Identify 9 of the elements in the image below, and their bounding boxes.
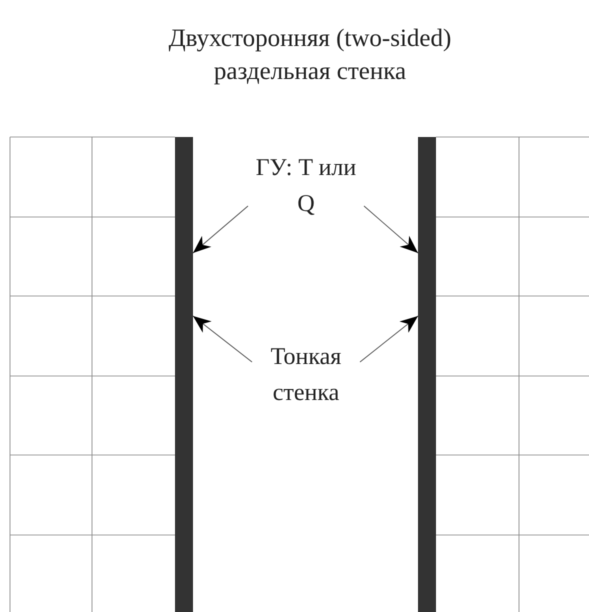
wall-bar [418,137,436,612]
title: Двухсторонняя (two-sided) раздельная стенка [168,24,452,87]
leader-arrow [192,316,252,362]
thin-wall-label: Тонкая стенка [270,343,342,408]
leader-arrow [360,316,418,362]
wall-bar [175,137,193,612]
boundary-condition-label: ГУ: T или Q [254,154,358,219]
leader-arrow [364,206,418,254]
leader-arrow [192,206,248,254]
